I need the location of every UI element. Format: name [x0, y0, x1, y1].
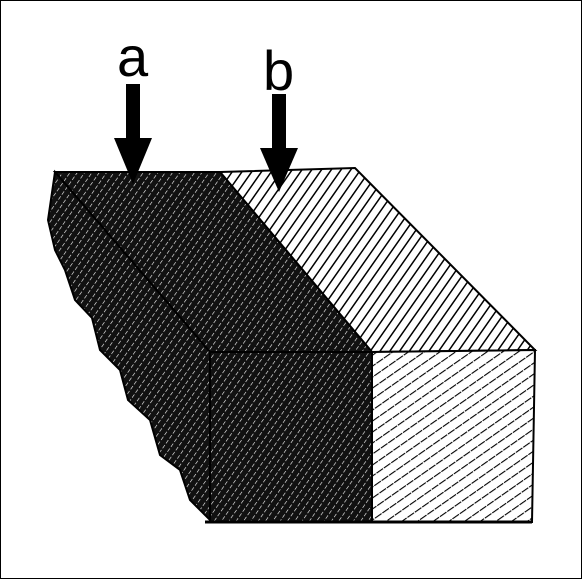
- label-a: a: [117, 25, 149, 88]
- arrow-a-icon: [114, 84, 152, 184]
- front-face-dark: [210, 352, 372, 522]
- label-b: b: [263, 39, 294, 102]
- end-face: [372, 350, 535, 522]
